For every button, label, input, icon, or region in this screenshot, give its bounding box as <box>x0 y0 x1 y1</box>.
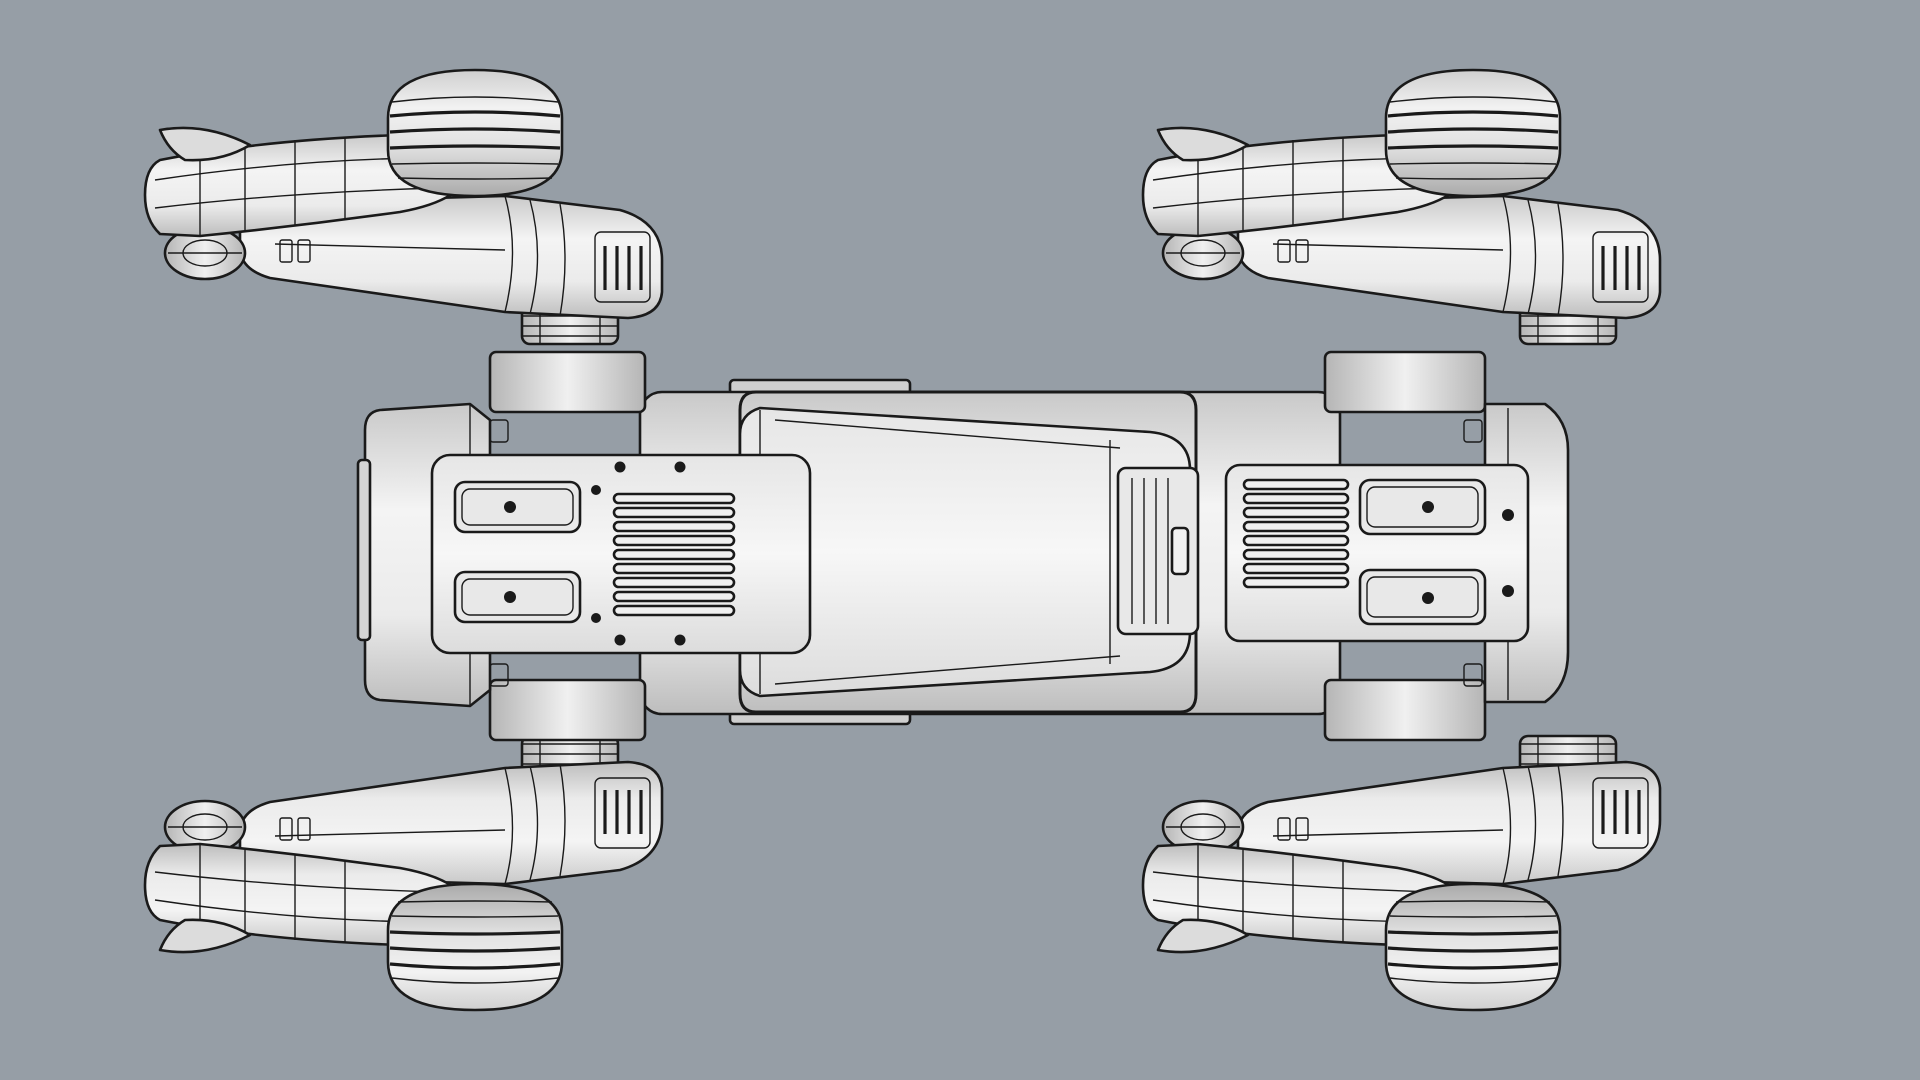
robot-body[interactable] <box>356 350 1570 742</box>
